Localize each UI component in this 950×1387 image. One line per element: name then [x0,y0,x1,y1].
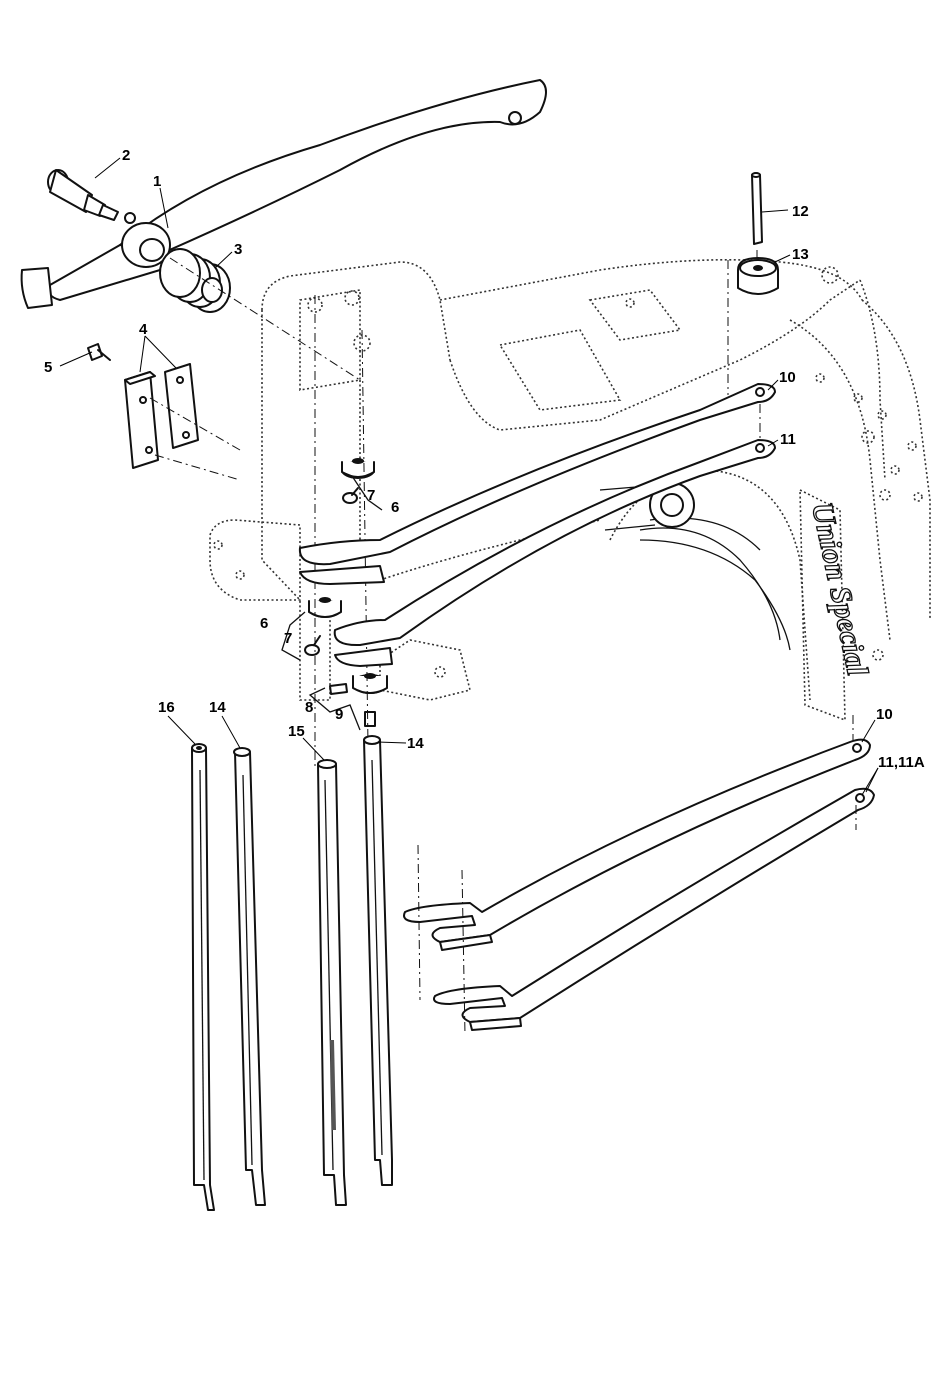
part-4-plates [125,364,198,468]
part-6-collar-lower [309,597,341,617]
part-9-setscrew [365,712,375,726]
machine-frame [210,260,930,700]
part-2-stud [48,170,118,220]
callout-5: 5 [44,359,52,376]
part-14-shaft-right [364,736,392,1185]
axis-plate-b [155,455,240,480]
part-7-screw-lower [305,636,320,655]
callout-13: 13 [792,246,809,263]
callout-3: 3 [234,241,242,258]
callout-7a: 7 [367,487,375,504]
callout-16: 16 [158,699,175,716]
brand-lettering: Union Special [800,490,874,720]
part-8-setscrew [330,684,347,694]
callout-8: 8 [305,699,313,716]
callout-14b: 14 [407,735,424,752]
callout-11b: 11,11A [878,754,925,771]
callout-6a: 6 [391,499,399,516]
part-6-collar-upper [342,458,374,478]
callout-2: 2 [122,147,130,164]
callout-12: 12 [792,203,809,220]
callout-7b: 7 [284,630,292,647]
callout-9: 9 [335,706,343,723]
axis-lever [170,258,360,380]
part-13-nut [738,258,778,294]
part-14-shaft-left [234,748,265,1205]
callout-11a: 11 [780,431,796,448]
callout-6b: 6 [260,615,268,632]
callout-1: 1 [153,173,161,190]
brand-mark-text: Union Special [805,500,874,680]
part-16-shaft [192,744,214,1210]
part-12-pin [752,173,762,244]
callout-14a: 14 [209,699,226,716]
part-1-lever [22,80,546,308]
callout-15: 15 [288,723,305,740]
part-10-rod-installed [300,384,775,584]
part-7-screw-upper [343,488,358,503]
axis-rod-ex-mid [462,870,465,1035]
callout-10b: 10 [876,706,893,723]
part-6-collar-bottom [353,673,387,693]
part-15-shaft [318,760,346,1205]
callout-4: 4 [139,321,148,338]
callout-10a: 10 [779,369,796,386]
